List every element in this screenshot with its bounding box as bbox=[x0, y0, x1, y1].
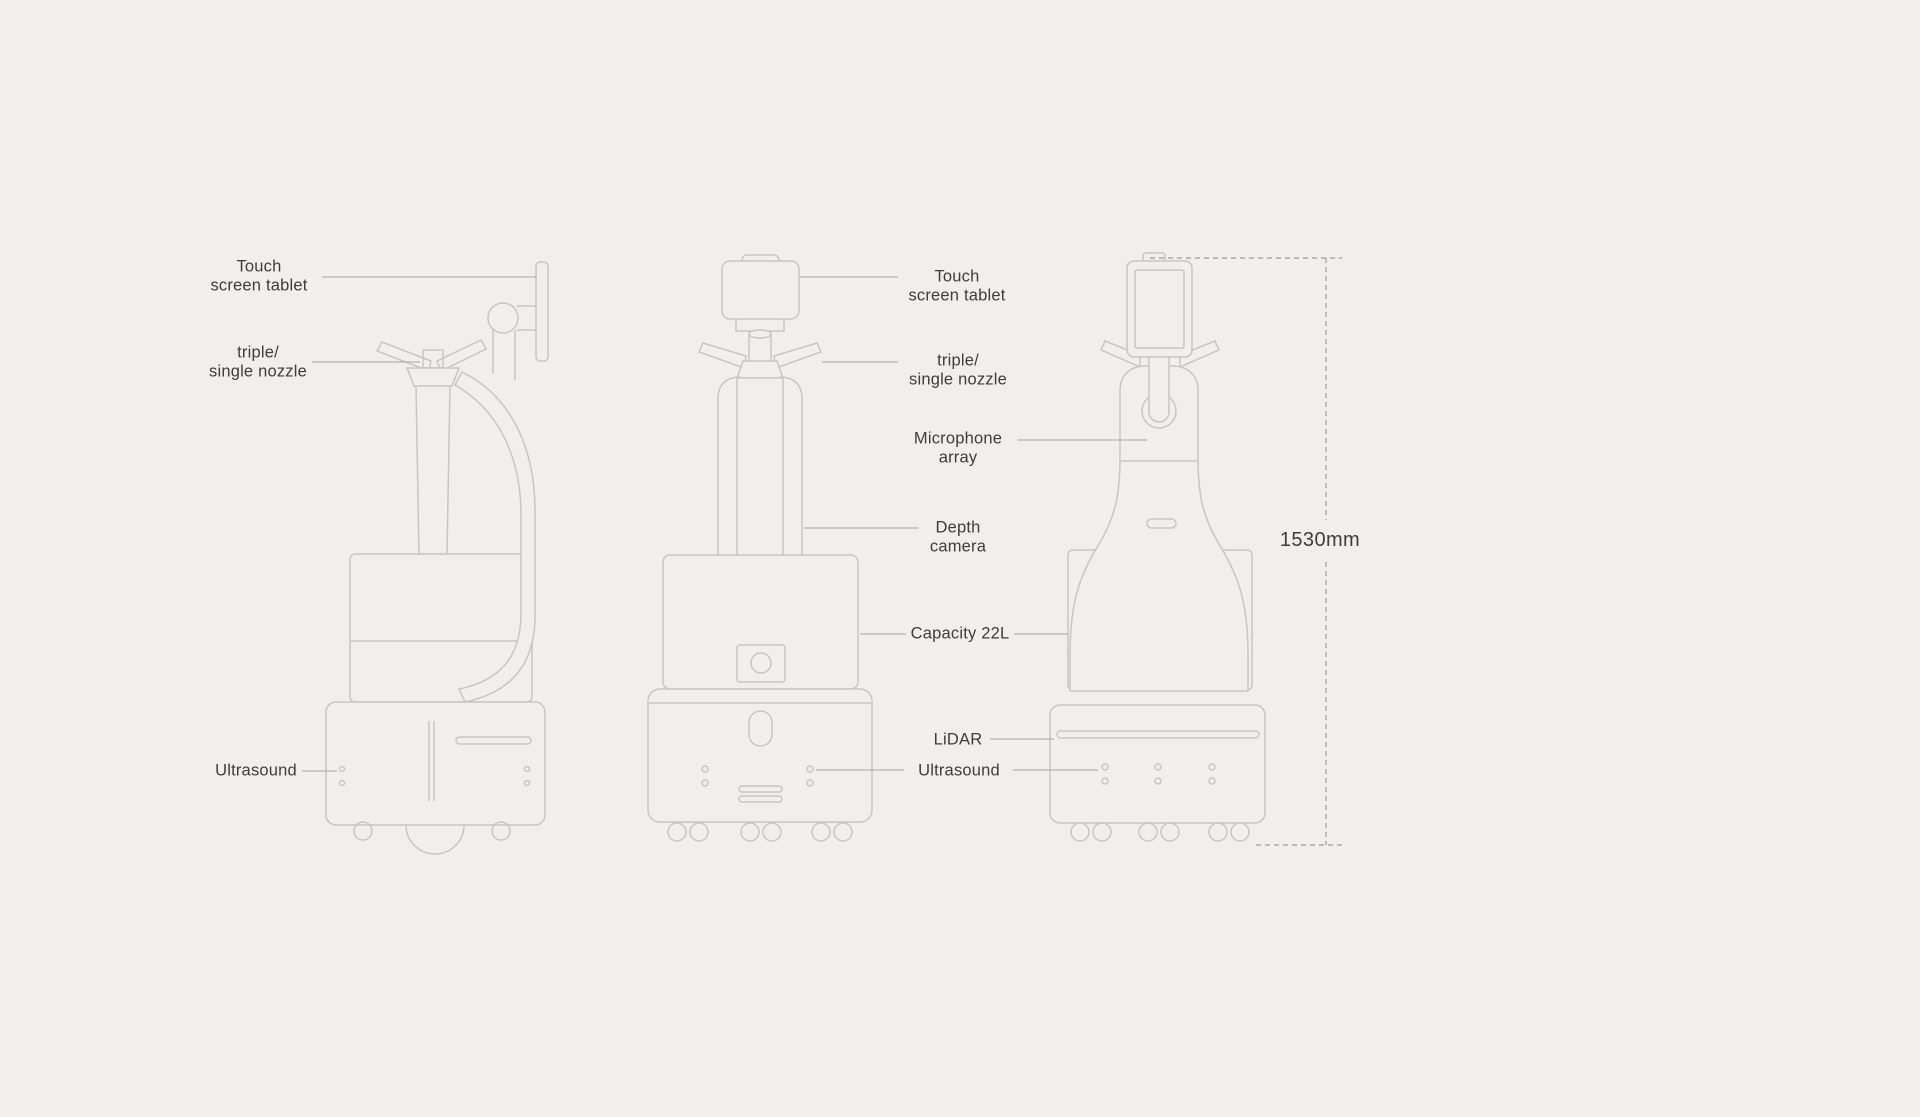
arm-post bbox=[492, 330, 516, 380]
lidar-slot bbox=[1056, 730, 1260, 739]
leader-lines bbox=[302, 276, 1147, 772]
caster-wheel bbox=[833, 822, 853, 842]
ultrasound-sensor bbox=[806, 779, 814, 787]
depth-camera-slot bbox=[1146, 518, 1177, 529]
nozzle-right-wing bbox=[1179, 340, 1220, 369]
label-ultrasound-center: Ultrasound bbox=[918, 761, 1000, 780]
label-height-dimension: 1530mm bbox=[1279, 529, 1361, 552]
nozzle-right-wing bbox=[773, 342, 823, 370]
ultrasound-sensor bbox=[523, 779, 531, 787]
spray-column bbox=[736, 378, 784, 555]
caster-wheel bbox=[667, 822, 687, 842]
caster-wheel bbox=[1070, 822, 1090, 842]
tablet-arm bbox=[517, 305, 536, 331]
nozzle-right-wing bbox=[436, 339, 488, 373]
label-nozzle-center: triple/ single nozzle bbox=[909, 351, 1007, 389]
tablet-front bbox=[1126, 260, 1193, 358]
robot-view-side bbox=[325, 261, 549, 855]
caster-wheel bbox=[762, 822, 782, 842]
ultrasound-sensor bbox=[701, 765, 709, 773]
base-handle-slot bbox=[748, 710, 773, 747]
caster-wheel bbox=[689, 822, 709, 842]
base-door-seam bbox=[428, 721, 435, 801]
tablet-screen bbox=[1134, 269, 1185, 349]
tank-body bbox=[662, 554, 859, 690]
ultrasound-sensor bbox=[701, 779, 709, 787]
drive-wheel bbox=[405, 824, 465, 855]
caster-wheel bbox=[740, 822, 760, 842]
robot-view-front-tablet bbox=[1049, 252, 1266, 842]
label-depth-camera: Depth camera bbox=[929, 518, 987, 556]
caster-wheel bbox=[353, 821, 373, 841]
base-grille bbox=[738, 795, 783, 803]
tablet-back bbox=[721, 260, 800, 320]
nozzle-stem bbox=[748, 334, 772, 361]
label-capacity: Capacity 22L bbox=[910, 624, 1010, 643]
nozzle-left-wing bbox=[1100, 340, 1141, 369]
dimension-lines bbox=[1150, 257, 1342, 846]
ultrasound-sensor bbox=[338, 765, 346, 773]
camera-lens bbox=[750, 652, 772, 674]
nozzle-mount bbox=[405, 367, 461, 387]
ultrasound-sensor bbox=[1208, 777, 1216, 785]
nozzle-stem-top bbox=[748, 329, 772, 339]
label-touch-screen-tablet-left: Touch screen tablet bbox=[210, 257, 308, 295]
ultrasound-sensor bbox=[806, 765, 814, 773]
camera-housing bbox=[736, 644, 786, 683]
ultrasound-sensor bbox=[523, 765, 531, 773]
caster-wheel bbox=[1160, 822, 1180, 842]
nozzle-left-wing bbox=[697, 342, 747, 370]
nozzle-collar bbox=[735, 360, 785, 379]
ultrasound-sensor bbox=[1101, 777, 1109, 785]
ultrasound-sensor bbox=[1208, 763, 1216, 771]
shoulder-left bbox=[717, 376, 742, 555]
label-lidar: LiDAR bbox=[933, 730, 983, 749]
robot-view-front bbox=[647, 254, 873, 842]
label-nozzle-left: triple/ single nozzle bbox=[209, 343, 307, 381]
base-front bbox=[647, 688, 873, 823]
shoulder-right bbox=[778, 376, 803, 555]
caster-wheel bbox=[1230, 822, 1250, 842]
caster-wheel bbox=[491, 821, 511, 841]
label-touch-screen-tablet-center: Touch screen tablet bbox=[908, 267, 1006, 305]
arm-joint bbox=[487, 302, 519, 334]
label-microphone-array: Microphone array bbox=[913, 429, 1003, 467]
ultrasound-sensor bbox=[1101, 763, 1109, 771]
caster-wheel bbox=[1138, 822, 1158, 842]
tablet-side bbox=[535, 261, 549, 362]
base-grille bbox=[738, 785, 783, 793]
ultrasound-sensor bbox=[1154, 763, 1162, 771]
ultrasound-sensor bbox=[1154, 777, 1162, 785]
base-side-slot bbox=[455, 736, 532, 745]
caster-wheel bbox=[1092, 822, 1112, 842]
label-ultrasound-left: Ultrasound bbox=[215, 761, 297, 780]
tablet-arm bbox=[1148, 355, 1170, 423]
caster-wheel bbox=[1208, 822, 1228, 842]
base-side bbox=[325, 701, 546, 826]
ultrasound-sensor bbox=[338, 779, 346, 787]
spray-column bbox=[415, 385, 451, 555]
caster-wheel bbox=[811, 822, 831, 842]
